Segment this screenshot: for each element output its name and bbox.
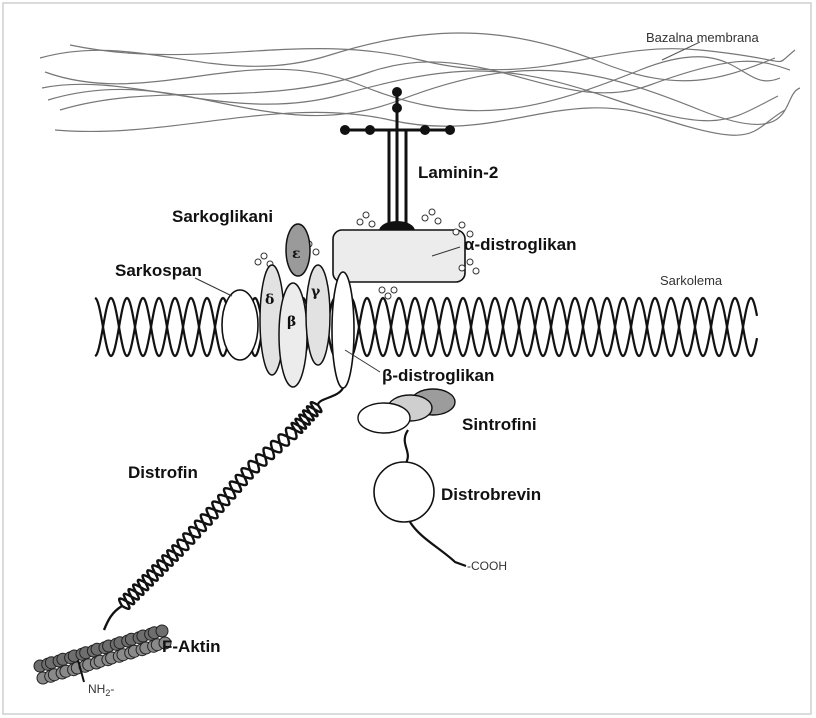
dystrobrevin xyxy=(374,462,434,522)
label-syntrophins: Sintrofini xyxy=(462,415,537,434)
syntrophins xyxy=(358,389,455,433)
label-cooh: -COOH xyxy=(467,559,507,573)
sarcolemma-bilayer xyxy=(95,298,757,356)
dystrophin-rod xyxy=(104,402,321,630)
label-f-actin: F-Aktin xyxy=(162,637,221,656)
sarcoglycan-beta xyxy=(279,283,307,387)
label-alpha-dystroglycan: α-distroglikan xyxy=(464,235,576,254)
label-nh2: NH2- xyxy=(88,682,114,698)
label-basement-membrane: Bazalna membrana xyxy=(646,30,759,45)
label-dystrophin: Distrofin xyxy=(128,463,198,482)
beta-dystroglycan xyxy=(332,272,354,388)
label-dystrobrevin: Distrobrevin xyxy=(441,485,541,504)
label-beta-dystroglycan: β-distroglikan xyxy=(382,366,494,385)
dystrobrevin-linker xyxy=(404,430,408,466)
subunit-delta: δ xyxy=(265,292,274,308)
sarcoglycan-gamma xyxy=(306,265,330,365)
label-laminin-2: Laminin-2 xyxy=(418,163,498,182)
subunit-beta: β xyxy=(287,314,296,330)
dystrobrevin-tail xyxy=(410,522,466,566)
label-sarcoglycans: Sarkoglikani xyxy=(172,207,273,226)
sarcospan xyxy=(222,290,258,360)
alpha-dystroglycan xyxy=(333,230,465,282)
subunit-gamma: γ xyxy=(311,284,321,300)
label-sarcospan: Sarkospan xyxy=(115,261,202,280)
dystrophin-c-terminal xyxy=(318,388,343,405)
sarcospan-leader xyxy=(195,278,232,296)
f-actin xyxy=(34,625,171,684)
label-sarcolemma: Sarkolema xyxy=(660,273,723,288)
subunit-epsilon: ε xyxy=(292,246,301,262)
